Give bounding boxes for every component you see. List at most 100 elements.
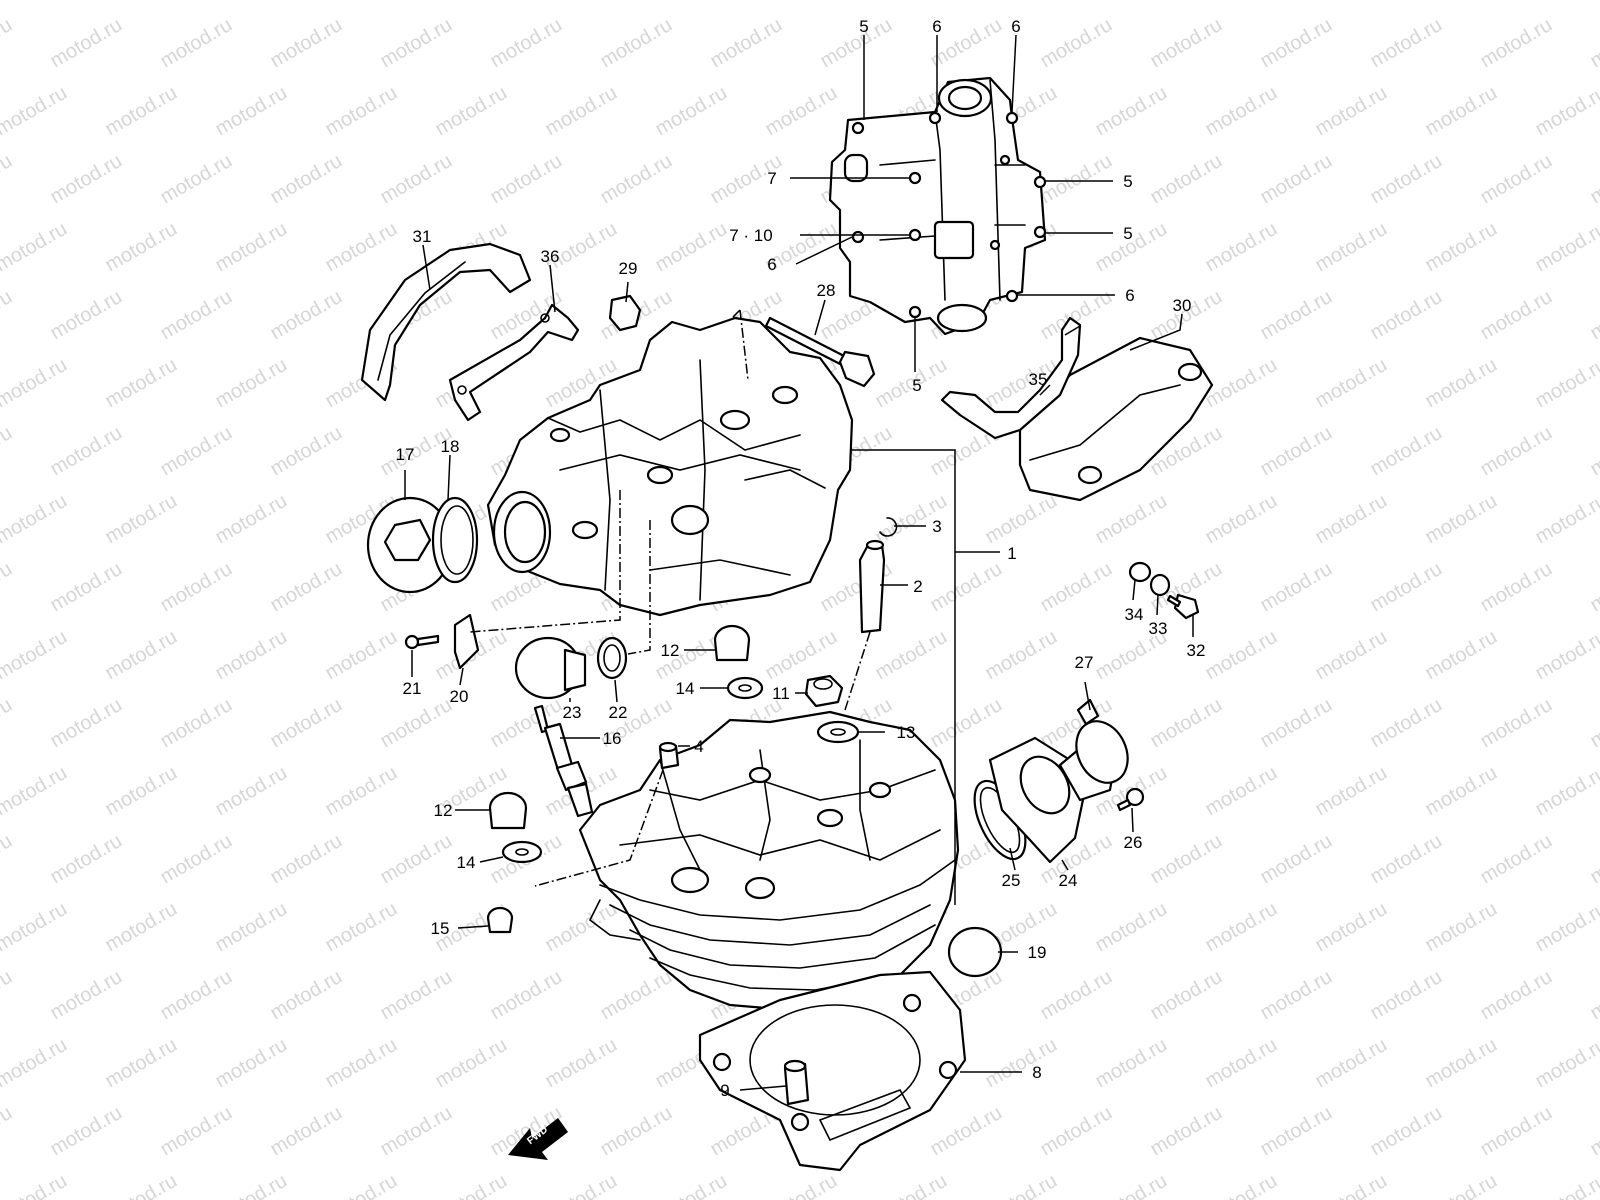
watermark-text: motod.ru: [1257, 286, 1336, 345]
callout-36: 36: [541, 247, 560, 266]
watermark-text: motod.ru: [1147, 286, 1226, 345]
callout-3: 3: [932, 517, 941, 536]
watermark-text: motod.ru: [1147, 150, 1226, 209]
watermark-text: motod.ru: [982, 490, 1061, 549]
watermark-text: motod.ru: [0, 218, 71, 277]
watermark-text: motod.ru: [982, 0, 1061, 4]
watermark-text: motod.ru: [1147, 1102, 1226, 1161]
watermark-text: motod.ru: [872, 1170, 951, 1200]
watermark-text: motod.ru: [1587, 694, 1600, 753]
washer-14-top: [726, 676, 764, 700]
cap-nut-12-left: [488, 791, 528, 830]
watermark-text: motod.ru: [1092, 1034, 1171, 1093]
callout-12a: 12: [661, 641, 680, 660]
watermark-text: motod.ru: [652, 1170, 731, 1200]
watermark-text: motod.ru: [597, 14, 676, 73]
watermark-text: motod.ru: [267, 150, 346, 209]
watermark-text: motod.ru: [47, 422, 126, 481]
callout-5d: 5: [912, 376, 921, 395]
callout-21: 21: [403, 679, 422, 698]
watermark-text: motod.ru: [1367, 694, 1446, 753]
cap-17: [366, 496, 454, 594]
watermark-text: motod.ru: [0, 354, 71, 413]
watermark-text: motod.ru: [817, 14, 896, 73]
watermark-text: motod.ru: [322, 626, 401, 685]
callout-17: 17: [396, 445, 415, 464]
watermark-text: motod.ru: [267, 422, 346, 481]
watermark-text: motod.ru: [157, 14, 236, 73]
cylinder-head-cover: [486, 316, 854, 617]
cap-19: [947, 926, 1003, 978]
callout-19: 19: [1028, 943, 1047, 962]
watermark-text: motod.ru: [1202, 218, 1281, 277]
watermark-text: motod.ru: [1147, 694, 1226, 753]
watermark-text: motod.ru: [1422, 898, 1501, 957]
plug-23: [514, 636, 587, 700]
callout-29: 29: [619, 259, 638, 278]
cylinder-head: [578, 710, 960, 1012]
watermark-text: motod.ru: [0, 694, 16, 753]
watermark-text: motod.ru: [1037, 1102, 1116, 1161]
watermark-text: motod.ru: [1367, 150, 1446, 209]
watermark-text: motod.ru: [102, 1170, 181, 1200]
watermark-text: motod.ru: [872, 626, 951, 685]
watermark-text: motod.ru: [1147, 14, 1226, 73]
watermark-text: motod.ru: [157, 286, 236, 345]
watermark-text: motod.ru: [1532, 1170, 1600, 1200]
watermark-text: motod.ru: [1587, 830, 1600, 889]
watermark-text: motod.ru: [157, 1102, 236, 1161]
callout-33: 33: [1149, 619, 1168, 638]
watermark-text: motod.ru: [1367, 1102, 1446, 1161]
watermark-text: motod.ru: [1367, 830, 1446, 889]
camshaft-holder: [828, 76, 1047, 336]
watermark-text: motod.ru: [1147, 830, 1226, 889]
watermark-text: motod.ru: [1257, 966, 1336, 1025]
watermark-text: motod.ru: [762, 1170, 841, 1200]
watermark-text: motod.ru: [1312, 490, 1391, 549]
callout-8: 8: [1032, 1063, 1041, 1082]
watermark-text: motod.ru: [212, 218, 291, 277]
watermark-text: motod.ru: [0, 286, 16, 345]
watermark-text: motod.ru: [212, 0, 291, 4]
watermark-text: motod.ru: [0, 558, 16, 617]
callout-14b: 14: [457, 853, 476, 872]
watermark-text: motod.ru: [1477, 422, 1556, 481]
callout-15: 15: [431, 919, 450, 938]
watermark-text: motod.ru: [377, 966, 456, 1025]
watermark-text: motod.ru: [1257, 830, 1336, 889]
watermark-text: motod.ru: [542, 1170, 621, 1200]
watermark-text: motod.ru: [1477, 286, 1556, 345]
watermark-text: motod.ru: [267, 694, 346, 753]
watermark-text: motod.ru: [487, 966, 566, 1025]
watermark-text: motod.ru: [1202, 898, 1281, 957]
nut-11: [804, 674, 844, 708]
washer-14-left: [501, 840, 543, 864]
leader-lines: [404, 34, 1194, 1091]
watermark-text: motod.ru: [1312, 0, 1391, 4]
callout-20: 20: [450, 687, 469, 706]
watermark-text: motod.ru: [1587, 150, 1600, 209]
watermark-text: motod.ru: [0, 898, 71, 957]
watermark-text: motod.ru: [0, 1102, 16, 1161]
callout-9: 9: [720, 1081, 729, 1100]
watermark-text: motod.ru: [1422, 762, 1501, 821]
watermark-text: motod.ru: [0, 830, 16, 889]
callout-25: 25: [1002, 871, 1021, 890]
watermark-text: motod.ru: [542, 898, 621, 957]
watermark-text: motod.ru: [1367, 286, 1446, 345]
watermark-text: motod.ru: [1312, 898, 1391, 957]
watermark-text: motod.ru: [47, 830, 126, 889]
watermark-text: motod.ru: [212, 354, 291, 413]
watermark-text: motod.ru: [1587, 1102, 1600, 1161]
watermark-text: motod.ru: [0, 966, 16, 1025]
watermark-text: motod.ru: [1477, 1102, 1556, 1161]
watermark-text: motod.ru: [1422, 354, 1501, 413]
watermark-text: motod.ru: [322, 82, 401, 141]
watermark-text: motod.ru: [102, 762, 181, 821]
watermark-text: motod.ru: [762, 82, 841, 141]
callout-35: 35: [1029, 370, 1048, 389]
callout-14a: 14: [676, 679, 695, 698]
washers-33-34-bolt-32: [1128, 561, 1200, 620]
callout-31: 31: [413, 227, 432, 246]
